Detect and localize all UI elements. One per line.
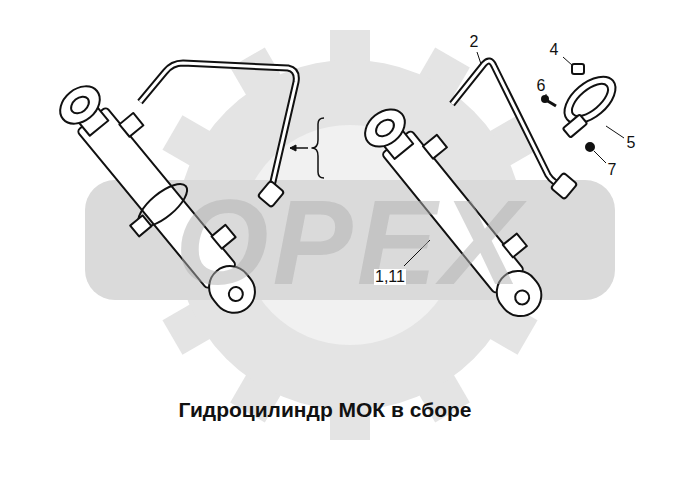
clamp-detail — [572, 64, 584, 74]
bracket — [290, 118, 324, 178]
bracket — [312, 118, 324, 178]
leader-line — [477, 52, 481, 64]
callout-number: 6 — [536, 78, 547, 94]
leader-line — [594, 151, 606, 163]
clamp-detail — [542, 96, 548, 102]
leader-line — [606, 126, 624, 138]
hydraulic-pipe — [140, 63, 296, 186]
hydraulic-pipe — [140, 63, 296, 186]
clamp-detail — [556, 68, 624, 133]
hydraulic-cylinder — [358, 102, 412, 155]
leader-line — [546, 94, 547, 97]
hydraulic-pipe — [452, 61, 562, 185]
hydraulic-cylinder — [68, 93, 92, 117]
gear-teeth — [145, 30, 555, 440]
gear-body — [175, 60, 525, 410]
callout-number: 2 — [469, 34, 480, 50]
hydraulic-pipe — [140, 61, 562, 186]
figure-caption: Гидроцилиндр МОК в сборе — [179, 399, 472, 420]
clamp-detail — [567, 78, 614, 122]
hydraulic-cylinder — [130, 215, 151, 236]
clamp-detail — [542, 64, 624, 151]
callout-number: 1,11 — [374, 269, 406, 285]
hydraulic-cylinder — [53, 79, 107, 132]
callout-number: 4 — [549, 42, 560, 58]
hydraulic-cylinder — [119, 113, 143, 137]
watermark: OPEX — [175, 182, 524, 302]
hydraulic-pipe — [452, 61, 562, 185]
clamp-detail — [563, 114, 588, 137]
bracket — [290, 145, 296, 151]
clamp-detail — [586, 143, 594, 151]
hydraulic-cylinder — [423, 135, 447, 159]
hydraulic-cylinder — [373, 116, 397, 139]
leader-line — [563, 57, 573, 66]
callout-number: 5 — [626, 135, 637, 151]
callout-number: 7 — [607, 162, 618, 178]
pipe-fitting — [551, 173, 578, 200]
